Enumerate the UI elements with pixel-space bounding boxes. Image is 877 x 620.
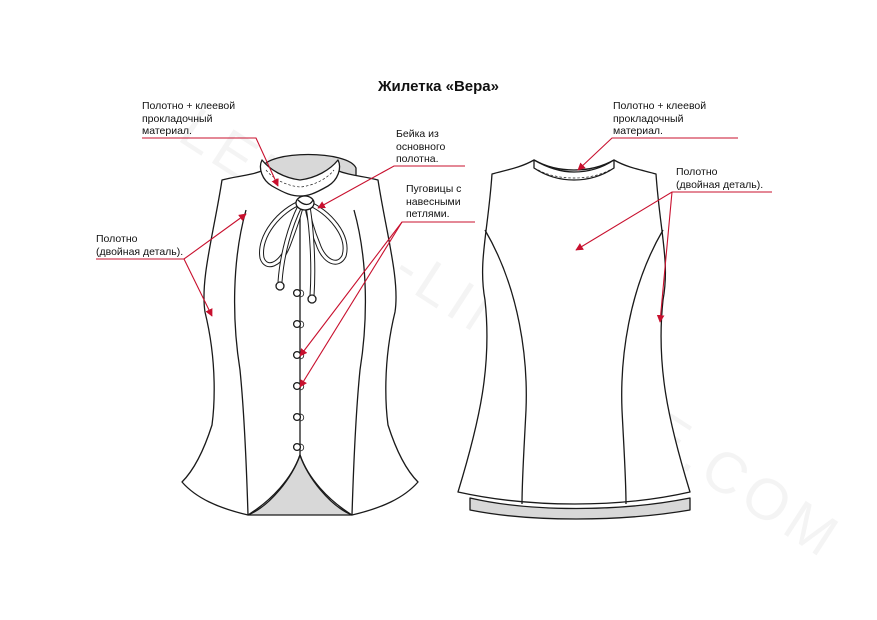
- label-back-shell: Полотно (двойная деталь).: [676, 166, 763, 191]
- label-line: (двойная деталь).: [676, 178, 764, 191]
- front-tie-left-end-inner: [278, 205, 302, 283]
- label-line: Полотно: [96, 233, 138, 245]
- pointer-front-shell-2: [183, 258, 213, 317]
- back-right-princess-seam: [621, 229, 664, 505]
- back-view: [457, 159, 691, 520]
- pointer-front-collar: [142, 137, 279, 187]
- back-hem-lining: [469, 497, 691, 520]
- front-button: [292, 381, 302, 391]
- label-line: Полотно + клеевой: [142, 100, 236, 112]
- label-line: материал.: [613, 125, 663, 137]
- front-tie-right-end-inner: [306, 205, 315, 297]
- front-button: [292, 350, 302, 360]
- front-button: [292, 319, 302, 329]
- pointer-front-binding: [317, 165, 465, 209]
- back-left-princess-seam: [484, 229, 527, 505]
- label-front-buttons: Пуговицы с навесными петлями.: [406, 183, 461, 221]
- label-line: прокладочный: [142, 112, 213, 125]
- pointer-back-collar: [577, 137, 738, 171]
- front-left-panel-seam: [233, 209, 249, 516]
- pointer-front-buttons-2: [299, 221, 403, 388]
- front-tie-knot-fold: [297, 199, 314, 206]
- back-collar-stitch: [537, 169, 611, 179]
- label-line: материал.: [142, 125, 192, 137]
- label-line: Полотно + клеевой: [613, 100, 707, 112]
- label-front-collar: Полотно + клеевой прокладочный материал.: [142, 100, 235, 138]
- pointer-back-shell-2: [656, 191, 673, 323]
- front-button: [292, 442, 302, 452]
- label-line: прокладочный: [613, 112, 684, 125]
- label-back-collar: Полотно + клеевой прокладочный материал.: [613, 100, 706, 138]
- label-line: петлями.: [406, 208, 450, 220]
- label-line: (двойная деталь).: [96, 245, 184, 258]
- label-line: Полотно: [676, 166, 718, 178]
- front-right-hem-curve: [299, 454, 353, 516]
- front-view: [181, 153, 419, 516]
- front-button: [292, 288, 302, 298]
- label-line: Бейка из: [396, 128, 439, 140]
- front-button: [292, 412, 302, 422]
- label-front-binding: Бейка из основного полотна.: [396, 128, 445, 166]
- back-body-outline: [457, 159, 691, 505]
- front-left-hem-curve: [247, 454, 301, 516]
- label-line: полотна.: [396, 153, 439, 165]
- annotation-pointers: [96, 137, 772, 388]
- drawing-title: Жилетка «Вера»: [378, 78, 499, 95]
- label-line: основного: [396, 140, 446, 153]
- front-tie-bead-left: [275, 281, 285, 291]
- front-tie-left-loop-inner: [260, 200, 304, 267]
- front-right-panel-seam: [351, 209, 367, 516]
- label-line: Пуговицы с: [406, 183, 462, 195]
- label-front-shell: Полотно (двойная деталь).: [96, 233, 183, 258]
- label-line: навесными: [406, 195, 461, 208]
- front-tie-bead-right: [307, 294, 317, 304]
- back-collar: [533, 159, 615, 181]
- front-tie-knot: [295, 195, 315, 211]
